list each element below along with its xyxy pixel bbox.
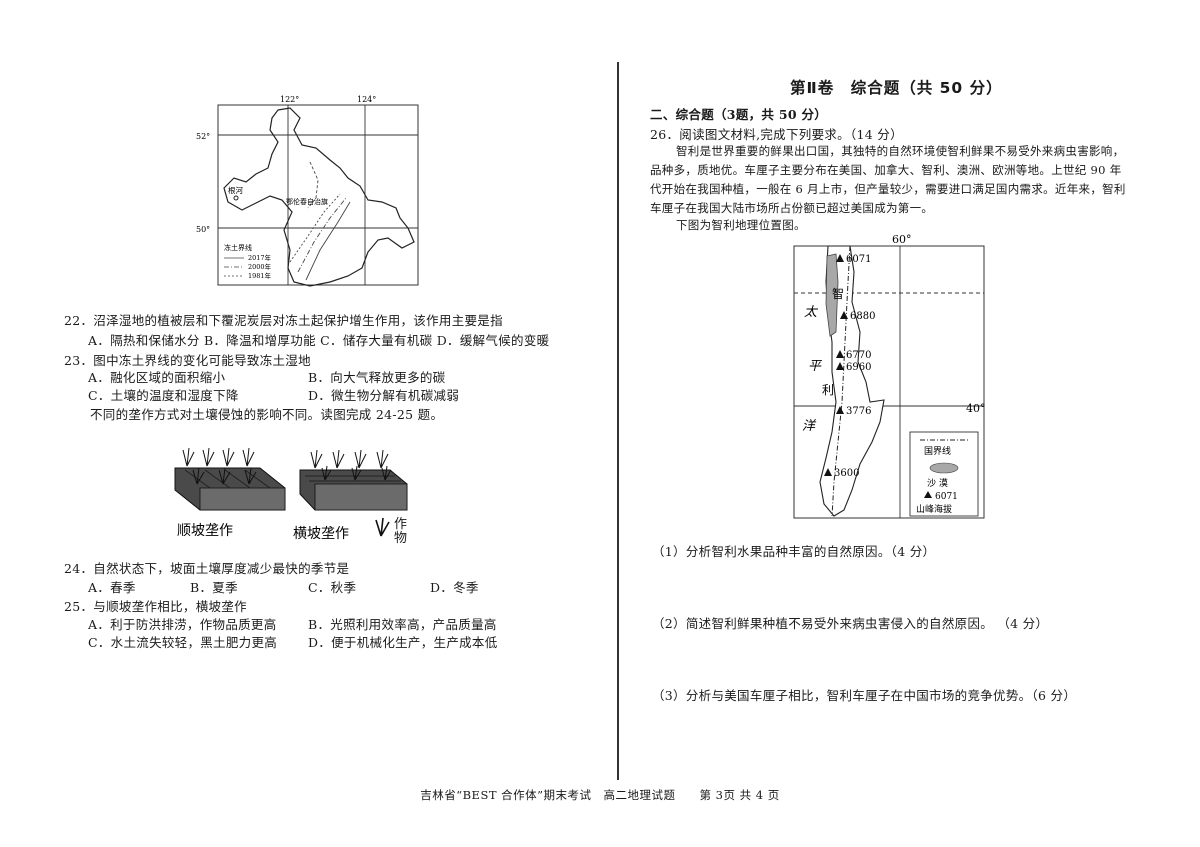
question-23-stem: 23．图中冻土界线的变化可能导致冻土湿地 — [64, 353, 311, 368]
label-downslope-ridge: 顺坡垄作 — [177, 523, 233, 539]
label-contour-ridge: 横坡垄作 — [293, 526, 349, 542]
question-25-option-b: B．光照利用效率高，产品质量高 — [308, 617, 497, 632]
question-23-option-c: C．土壤的温度和湿度下降 — [88, 388, 239, 403]
map1-lat-label-1: 52° — [196, 132, 210, 141]
sea-char-3: 洋 — [802, 419, 817, 434]
sea-char-2: 平 — [808, 359, 823, 374]
peak-label-3: 6770 — [846, 350, 871, 361]
part-title: 二、综合题（3题，共 50 分） — [650, 107, 828, 122]
map2-legend-desert: 沙 漠 — [927, 478, 948, 489]
chile-map: 6071 6880 6770 6960 3776 3600 60° 40° 太 … — [793, 233, 986, 519]
ridge-tillage-figure: 顺坡垄作 横坡垄作 — [174, 447, 408, 542]
sea-char-1: 太 — [804, 305, 819, 320]
map1-lon-label-2: 124° — [357, 95, 376, 104]
intro-24-25: 不同的垄作方式对土壤侵蚀的影响不同。读图完成 24-25 题。 — [90, 407, 444, 422]
map1-legend-item-1: 2017年 — [248, 253, 272, 262]
map1-legend-item-3: 1981年 — [248, 271, 272, 280]
question-25-option-c: C．水土流失较轻，黑土肥力更高 — [88, 635, 278, 650]
question-22-stem: 22．沼泽湿地的植被层和下覆泥炭层对冻土起保护增生作用，该作用主要是指 — [64, 313, 503, 328]
map2-legend-peak-label: 山峰海拔 — [916, 503, 952, 515]
map-intro: 下图为智利地理位置图。 — [676, 218, 806, 232]
question-25-option-d: D．便于机械化生产，生产成本低 — [308, 635, 498, 650]
map1-place-label: 根河 — [228, 185, 243, 195]
map2-lon-label: 60° — [892, 233, 912, 246]
sub-question-3: （3）分析与美国车厘子相比，智利车厘子在中国市场的竞争优势。（6 分） — [652, 688, 1077, 703]
question-23-option-b: B．向大气释放更多的碳 — [308, 370, 446, 385]
map2-lat-label: 40° — [966, 402, 986, 415]
question-24-stem: 24．自然状态下，坡面土壤厚度减少最快的季节是 — [64, 561, 350, 576]
permafrost-map: 122° 124° 52° 50° 根河 鄂伦春自治旗 冻土界线 2017年 2… — [196, 95, 419, 287]
map2-legend-peak-value: 6071 — [935, 492, 958, 502]
question-25-option-a: A．利于防洪排涝，作物品质更高 — [88, 617, 277, 632]
material-line-4: 车厘子在我国大陆市场所占份额已超过美国成为第一。 — [650, 201, 934, 215]
peak-label-5: 3776 — [846, 406, 871, 417]
question-24-option-b: B．夏季 — [190, 580, 238, 595]
peak-label-2: 6880 — [850, 311, 875, 322]
peak-label-1: 6071 — [846, 254, 871, 265]
map2-legend-border: 国界线 — [924, 445, 951, 457]
question-24-option-c: C．秋季 — [308, 580, 357, 595]
country-char-1: 智 — [832, 286, 844, 301]
question-23-option-a: A．融化区域的面积缩小 — [88, 370, 226, 385]
question-25-stem: 25．与顺坡垄作相比，横坡垄作 — [64, 599, 247, 614]
question-23-option-d: D．微生物分解有机碳减弱 — [308, 388, 460, 403]
question-22-options: A．隔热和保储水分 B．降温和增厚功能 C．储存大量有机碳 D．缓解气候的变暖 — [88, 333, 550, 348]
peak-label-4: 6960 — [846, 362, 871, 373]
section-title: 第Ⅱ卷 综合题（共 50 分） — [790, 79, 1003, 97]
column-divider — [617, 62, 619, 780]
question-24-option-a: A．春季 — [88, 580, 136, 595]
map1-lon-label-1: 122° — [280, 95, 299, 104]
page-footer: 吉林省“BEST 合作体”期末考试 高二地理试题 第 3页 共 4 页 — [420, 788, 780, 802]
map1-legend-item-2: 2000年 — [248, 262, 272, 271]
peak-label-6: 3600 — [834, 468, 859, 479]
map1-region-label: 鄂伦春自治旗 — [286, 197, 328, 206]
sub-question-1: （1）分析智利水果品种丰富的自然原因。（4 分） — [652, 544, 936, 559]
material-line-2: 品种多，质地优。车厘子主要分布在美国、加拿大、智利、澳洲、欧洲等地。上世纪 90… — [650, 163, 1122, 177]
material-line-3: 代开始在我国种植，一般在 6 月上市，但产量较少，需要进口满足国内需求。近年来，… — [650, 182, 1126, 196]
map1-legend-title: 冻土界线 — [224, 243, 252, 252]
question-24-option-d: D．冬季 — [430, 580, 479, 595]
question-26-stem: 26．阅读图文材料,完成下列要求。（14 分） — [650, 127, 903, 142]
country-char-2: 利 — [822, 383, 834, 397]
crop-legend-label: 作物 — [394, 517, 408, 546]
map1-lat-label-2: 50° — [196, 225, 210, 234]
sub-question-2: （2）简述智利鲜果种植不易受外来病虫害侵入的自然原因。 （4 分） — [652, 616, 1049, 631]
material-line-1: 智利是世界重要的鲜果出口国，其独特的自然环境使智利鲜果不易受外来病虫害影响， — [676, 144, 1125, 158]
